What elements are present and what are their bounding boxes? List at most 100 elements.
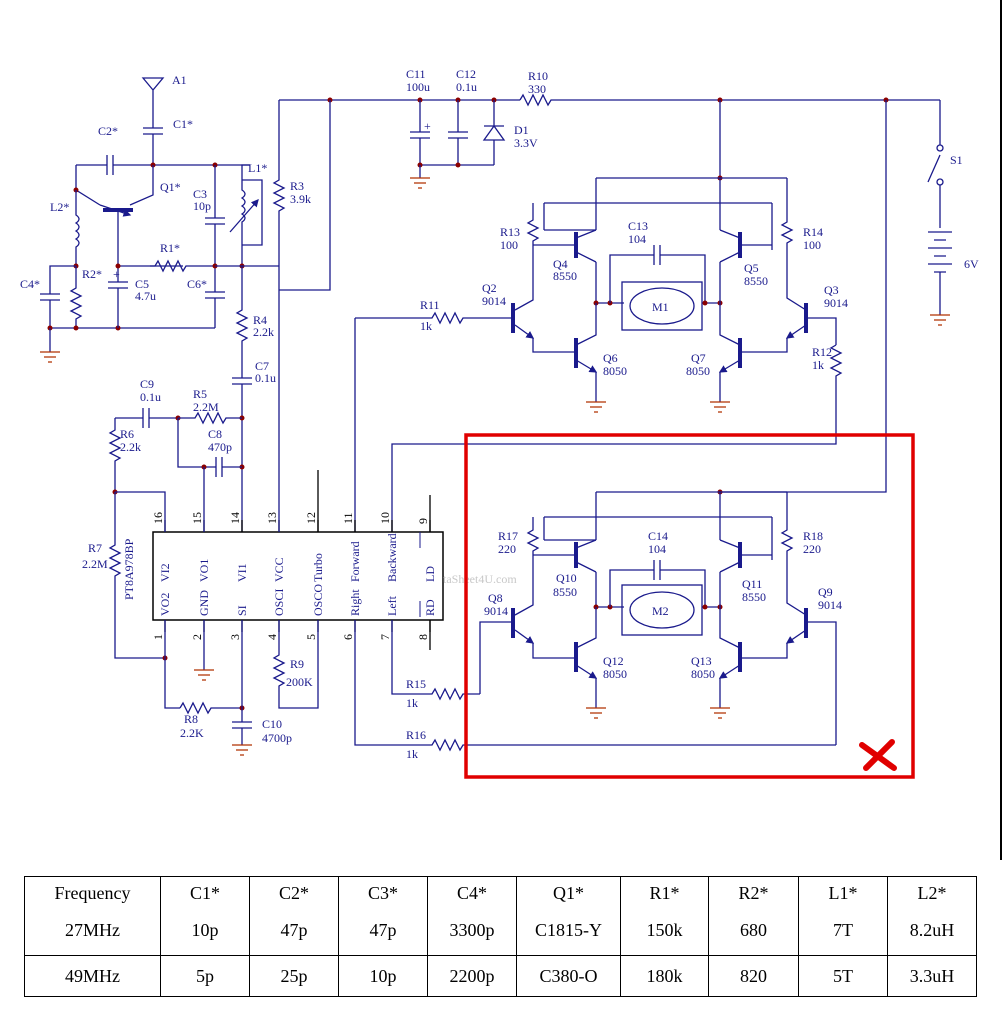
table-row: Frequency 27MHz C1*10p C2*47p C3*47p C4*… <box>24 876 977 956</box>
ic-body <box>152 531 444 621</box>
table-cell: 5T <box>798 955 888 997</box>
q12-value: 8050 <box>603 667 627 681</box>
ic-pin-label: Turbo <box>311 553 325 582</box>
ic-pin-number: 14 <box>228 512 242 524</box>
c13-label: C13 <box>628 219 648 233</box>
q10-value: 8550 <box>553 585 577 599</box>
table-cell: 8.2uH <box>909 920 955 940</box>
ic-pt8a978bp: PT8A978BP 16VI215VO114VI113VCC12Turbo11F… <box>122 512 517 640</box>
q7-value: 8050 <box>686 364 710 378</box>
ic-pin-label: OSCI <box>272 589 286 616</box>
table-cell: 47p <box>369 920 397 940</box>
q13-value: 8050 <box>691 667 715 681</box>
r14-value: 100 <box>803 238 821 252</box>
table-header-cell: Q1* <box>553 883 584 903</box>
q9-label: Q9 <box>818 585 833 599</box>
r6-value: 2.2k <box>120 440 141 454</box>
r8-label: R8 <box>184 712 198 726</box>
table-cell: 180k <box>620 955 709 997</box>
c5-value: 4.7u <box>135 289 156 303</box>
c3-value: 10p <box>193 199 211 213</box>
table-cell: 2200p <box>427 955 517 997</box>
battery-label: 6V <box>964 257 979 271</box>
ic-pin-label: OSCO <box>311 584 325 616</box>
circuit-schematic: A1 C1* C2* Q1* L2* C4* R2* + <box>20 0 1002 860</box>
r18-label: R18 <box>803 529 823 543</box>
table-cell: 10p <box>338 955 428 997</box>
c14-label: C14 <box>648 529 668 543</box>
m2-label: M2 <box>652 604 669 618</box>
c10-value: 4700p <box>262 731 292 745</box>
r11-label: R11 <box>420 298 440 312</box>
q4-value: 8550 <box>553 269 577 283</box>
q2-label: Q2 <box>482 281 497 295</box>
antenna-icon <box>141 77 165 128</box>
ic-pin-label: Backward <box>385 533 399 582</box>
ic-wiring: C9 0.1u R5 2.2M C8 470p R6 2.2k R7 2.2M … <box>82 100 431 756</box>
component-values-table: Frequency 27MHz C1*10p C2*47p C3*47p C4*… <box>24 876 977 997</box>
r13-value: 100 <box>500 238 518 252</box>
table-cell: 680 <box>740 920 767 940</box>
c13-value: 104 <box>628 232 646 246</box>
ic-pin-number: 1 <box>151 634 165 640</box>
q7-label: Q7 <box>691 351 706 365</box>
c8-label: C8 <box>208 427 222 441</box>
ic-pin-label: VI2 <box>158 563 172 582</box>
r12-label: R12 <box>812 345 832 359</box>
q11-value: 8550 <box>742 590 766 604</box>
component-table-container: Frequency 27MHz C1*10p C2*47p C3*47p C4*… <box>24 876 977 997</box>
r6-label: R6 <box>120 427 134 441</box>
r18-value: 220 <box>803 542 821 556</box>
table-header-cell: L1* <box>828 883 858 903</box>
q5-label: Q5 <box>744 261 759 275</box>
table-cell: C1815-Y <box>535 920 602 940</box>
c9-value: 0.1u <box>140 390 161 404</box>
r14-label: R14 <box>803 225 823 239</box>
l1-label: L1* <box>248 161 267 175</box>
q6-value: 8050 <box>603 364 627 378</box>
table-cell: 5p <box>160 955 250 997</box>
table-header-cell: R1* <box>649 883 680 903</box>
c9-label: C9 <box>140 377 154 391</box>
r2-label: R2* <box>82 267 102 281</box>
ic-pin-number: 2 <box>190 634 204 640</box>
table-cell: 25p <box>249 955 339 997</box>
q8-label: Q8 <box>488 591 503 605</box>
q8-value: 9014 <box>484 604 508 618</box>
c4-label: C4* <box>20 277 40 291</box>
ic-pin-number: 16 <box>151 512 165 524</box>
q4-label: Q4 <box>553 257 568 271</box>
table-cell: 47p <box>280 920 308 940</box>
table-cell: 7T <box>833 920 853 940</box>
c7-value: 0.1u <box>255 371 276 385</box>
q10-label: Q10 <box>556 571 577 585</box>
table-cell: 27MHz <box>65 920 120 940</box>
r3-value: 3.9k <box>290 192 311 206</box>
component-table-body: Frequency 27MHz C1*10p C2*47p C3*47p C4*… <box>24 876 977 997</box>
table-header-cell: Frequency <box>54 883 131 903</box>
d1-value: 3.3V <box>514 136 538 150</box>
r7-value: 2.2M <box>82 557 108 571</box>
ic-pin-number: 3 <box>228 634 242 640</box>
r17-value: 220 <box>498 542 516 556</box>
r15-value: 1k <box>406 696 418 710</box>
table-cell: 3.3uH <box>887 955 977 997</box>
m1-label: M1 <box>652 300 669 314</box>
ic-pin-number: 4 <box>265 634 279 640</box>
ic-pin-label: VO1 <box>197 559 211 582</box>
ic-pin-label: RD <box>423 599 437 616</box>
r1-label: R1* <box>160 241 180 255</box>
c6-label: C6* <box>187 277 207 291</box>
r9-value: 200K <box>286 675 313 689</box>
q13-label: Q13 <box>691 654 712 668</box>
ic-pin-label: Right <box>348 589 362 616</box>
r10-label: R10 <box>528 69 548 83</box>
table-cell: 820 <box>708 955 799 997</box>
ic-pin-number: 12 <box>304 512 318 524</box>
r3-label: R3 <box>290 179 304 193</box>
motor-bridge-1: R13 100 Q4 8550 C13 104 M1 Q5 8550 R14 1… <box>354 100 848 532</box>
table-header-cell: C4* <box>456 883 487 903</box>
ic-pin-number: 6 <box>341 634 355 640</box>
motor-bridge-2: R17 220 Q10 8550 C14 104 M2 Q11 8550 R18… <box>354 100 887 761</box>
ic-pin-label: VO2 <box>158 593 172 616</box>
